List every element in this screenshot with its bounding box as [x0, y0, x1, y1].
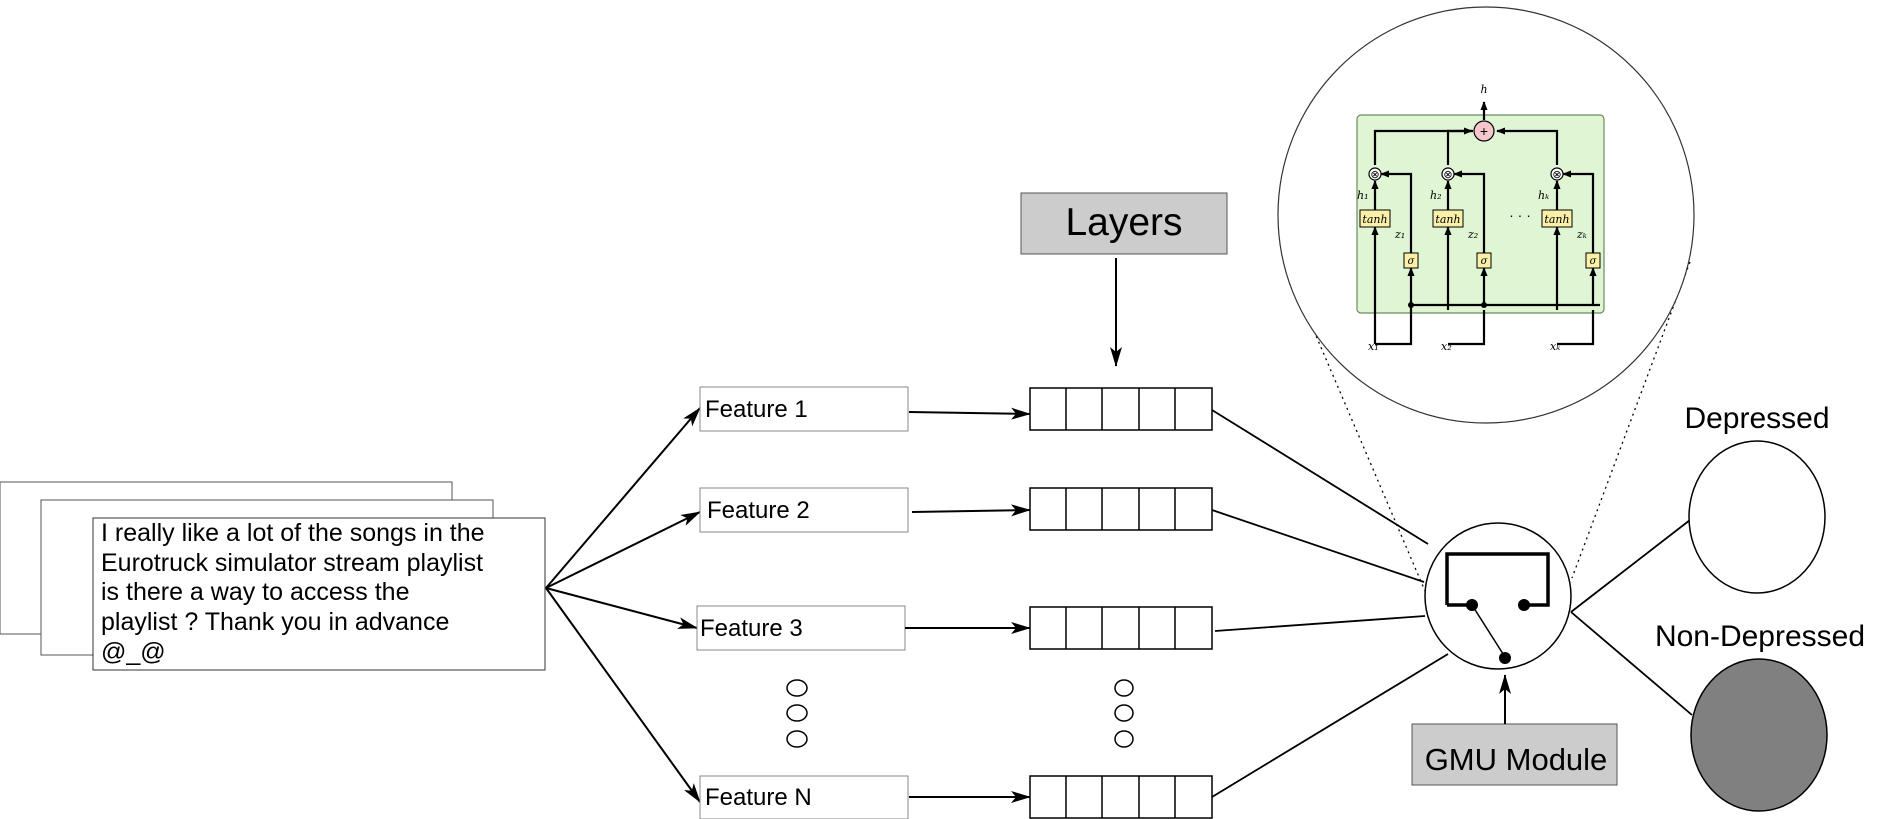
svg-text:⊗: ⊗ [1552, 169, 1561, 181]
unit-x-label: xₖ [1550, 340, 1560, 353]
layer-to-gmu-lines [1211, 409, 1449, 798]
zoom-guide-lines [1287, 261, 1691, 599]
unit-h-label: h₁ [1357, 189, 1369, 202]
input-post-stack: I really like a lot of the songs in the … [0, 481, 546, 671]
feature-label: Feature 3 [700, 615, 803, 642]
svg-text:⊗: ⊗ [1370, 169, 1379, 181]
unit-x-label: x₁ [1368, 340, 1379, 353]
unit-z-label: zₖ [1576, 228, 1587, 241]
svg-text:σ: σ [1590, 256, 1598, 267]
layer-vector [1029, 387, 1213, 431]
post-text: I really like a lot of the songs in the … [101, 519, 492, 666]
product-node-icon: ⊗ [1550, 167, 1564, 181]
arrow-to-feature-3 [545, 587, 698, 629]
output-depressed: Depressed [1684, 402, 1830, 594]
output-non-depressed: Non-Depressed [1655, 620, 1865, 812]
gmu-module-label: GMU Module [1425, 742, 1608, 777]
feature-box [699, 775, 909, 819]
tanh-gate: tanh [1359, 209, 1391, 228]
feature-boxes: Feature 1 Feature 2 Feature 3 Feature N [696, 386, 909, 819]
arrow-feature-2-to-layer [911, 504, 1031, 517]
sigma-gate: σ [1403, 252, 1419, 269]
gmu-to-output-lines [1570, 519, 1693, 716]
product-node-icon: ⊗ [1441, 167, 1455, 181]
layer-vector [1029, 775, 1213, 819]
unit-ellipsis: · · · [1509, 207, 1531, 223]
sigma-gate: σ [1585, 252, 1601, 269]
non-depressed-label: Non-Depressed [1655, 620, 1865, 653]
post-line: I really like a lot of the songs in the [101, 519, 485, 547]
feature-to-layer-arrows [905, 407, 1031, 803]
feature-label: Feature 1 [705, 396, 808, 423]
svg-text:σ: σ [1408, 256, 1416, 267]
post-to-feature-arrows [545, 407, 701, 803]
sum-symbol: + [1480, 123, 1488, 139]
gmu-switch-icon [1424, 522, 1572, 670]
post-line: playlist ? Thank you in advance [101, 608, 449, 636]
layer-vector [1029, 606, 1213, 650]
feature-ellipsis-icon [786, 679, 808, 748]
unit-h-label: h₂ [1430, 189, 1442, 202]
layer-vectors [1029, 387, 1213, 819]
gmu-module-box: GMU Module [1411, 674, 1618, 786]
feature-box [696, 605, 906, 651]
post-line: @_@ [101, 638, 166, 666]
layers-label: Layers [1065, 201, 1182, 244]
feature-label: Feature N [705, 784, 812, 811]
feature-box [699, 386, 909, 432]
post-card-front [92, 517, 546, 671]
sum-node-icon [1473, 120, 1495, 142]
gmu-detail-zoom: + h ⊗ ⊗ ⊗ tanh tanh tanh [1277, 6, 1695, 424]
svg-text:tanh: tanh [1544, 213, 1569, 226]
gmu-detail-panel [1356, 114, 1605, 314]
tanh-gate: tanh [1432, 209, 1464, 228]
layer-vector [1029, 487, 1213, 531]
unit-x-label: x₂ [1441, 340, 1452, 353]
depressed-label: Depressed [1684, 402, 1829, 435]
unit-h-label: hₖ [1538, 189, 1549, 202]
gmu-output-label: h [1480, 83, 1487, 96]
svg-text:tanh: tanh [1435, 213, 1460, 226]
arrow-to-feature-n [545, 587, 701, 803]
non-depressed-node [1690, 658, 1828, 812]
arrow-to-feature-2 [545, 511, 701, 589]
feature-label: Feature 2 [707, 497, 810, 524]
depressed-node [1688, 440, 1826, 594]
arrow-feature-1-to-layer [908, 407, 1031, 420]
svg-text:σ: σ [1481, 256, 1489, 267]
svg-text:⊗: ⊗ [1443, 169, 1452, 181]
product-node-icon: ⊗ [1368, 167, 1382, 181]
tanh-gate: tanh [1541, 209, 1573, 228]
post-line: is there a way to access the [101, 578, 409, 606]
layer-ellipsis-icon [1114, 679, 1134, 748]
feature-box [699, 487, 909, 533]
sigma-gate: σ [1476, 252, 1492, 269]
svg-text:tanh: tanh [1362, 213, 1387, 226]
post-line: Eurotruck simulator stream playlist [101, 549, 483, 577]
unit-z-label: z₁ [1394, 228, 1405, 241]
layers-box: Layers [1020, 192, 1228, 367]
unit-z-label: z₂ [1467, 228, 1478, 241]
arrow-to-feature-1 [545, 407, 701, 589]
